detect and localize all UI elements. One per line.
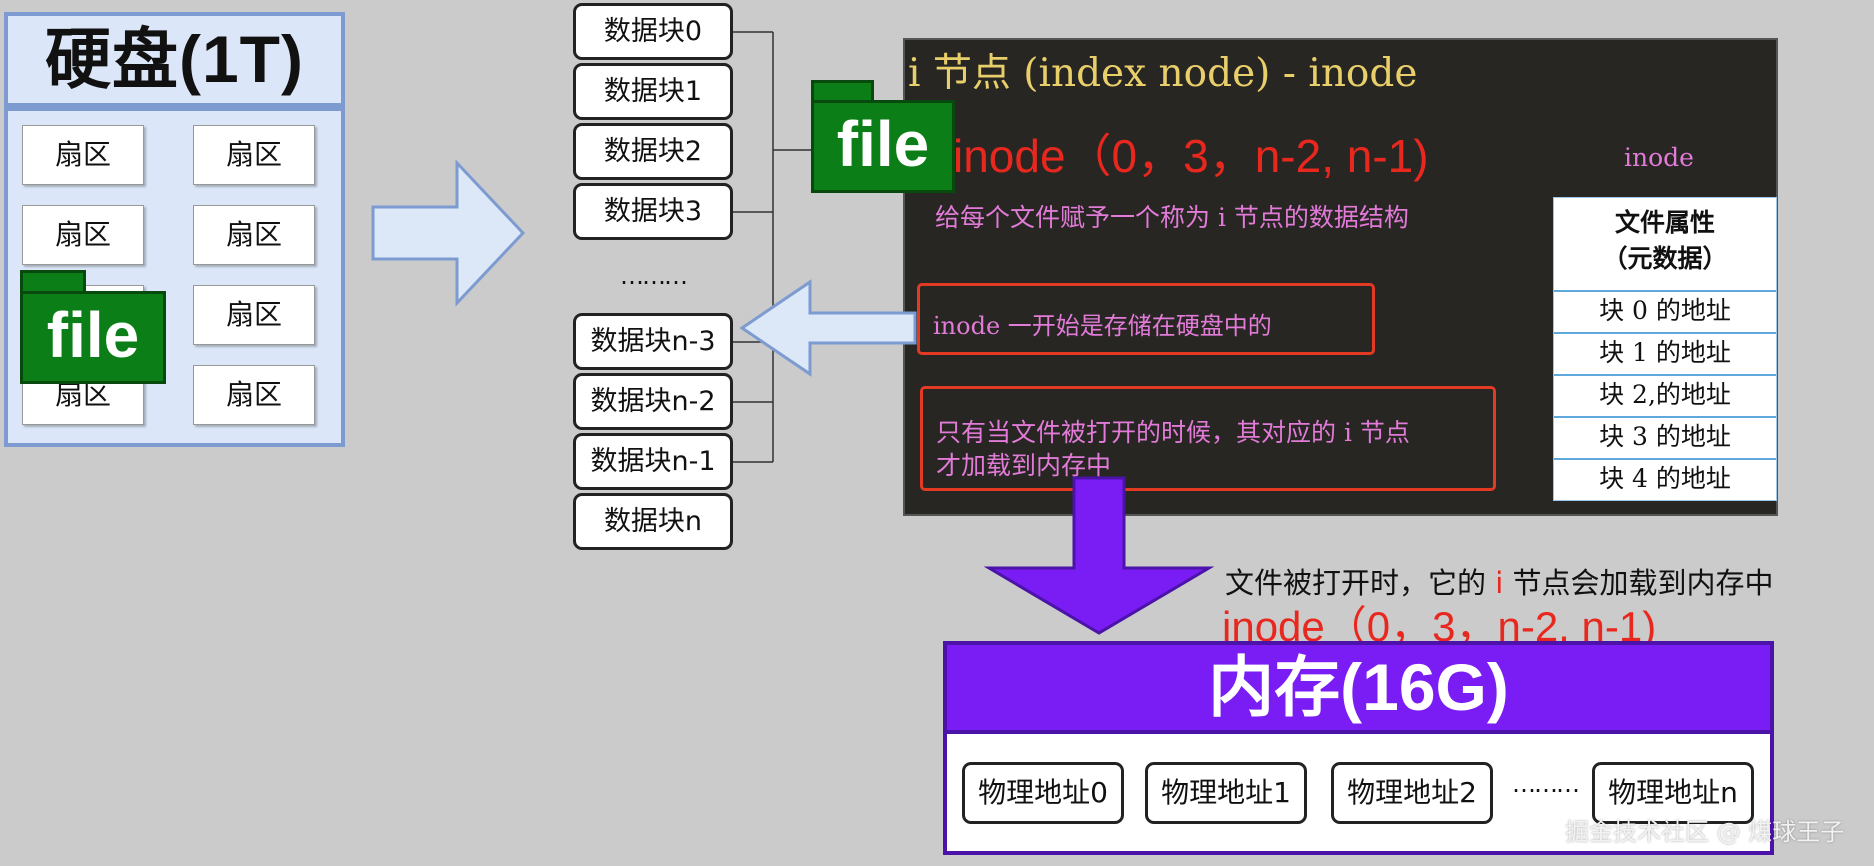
sector: 扇区 [193, 285, 315, 345]
file-label: file [811, 100, 955, 193]
sector: 扇区 [193, 205, 315, 265]
inode-side-label: inode [1624, 143, 1694, 172]
file-label: file [20, 291, 166, 384]
inode-note-memory-box [920, 386, 1496, 491]
data-block-ellipsis: ……… [620, 262, 688, 290]
inode-note-disk: inode 一开始是存储在硬盘中的 [933, 312, 1272, 340]
inode-panel-title: i 节点 (index node) - inode [908, 51, 1418, 96]
load-caption-after: 节点会加载到内存中 [1512, 566, 1774, 600]
data-block: 数据块n-1 [573, 433, 733, 490]
load-caption-before: 文件被打开时，它的 [1225, 566, 1487, 600]
load-caption-highlight: i [1495, 566, 1504, 600]
inode-description: 给每个文件赋予一个称为 i 节点的数据结构 [935, 203, 1409, 232]
inode-note-disk-box [917, 283, 1375, 355]
sector: 扇区 [193, 125, 315, 185]
physical-address-ellipsis: ……… [1512, 770, 1580, 798]
down-arrow-icon [984, 476, 1214, 635]
sector: 扇区 [22, 205, 144, 265]
folder-tab [811, 80, 874, 103]
metadata-row: 块 2,的地址 [1554, 376, 1776, 418]
metadata-row: 块 0 的地址 [1554, 292, 1776, 334]
physical-address: 物理地址0 [962, 762, 1124, 824]
watermark: 掘金技术社区 @ 煤球王子 [1565, 818, 1845, 846]
physical-address: 物理地址2 [1331, 762, 1493, 824]
file-folder-icon-inode: file [811, 80, 957, 195]
data-block: 数据块1 [573, 63, 733, 120]
data-block: 数据块3 [573, 183, 733, 240]
inode-tuple: inode（0，3，n-2, n-1) [953, 130, 1429, 182]
physical-address: 物理地址1 [1145, 762, 1307, 824]
metadata-row: 块 1 的地址 [1554, 334, 1776, 376]
inode-metadata-table: 文件属性 （元数据） 块 0 的地址 块 1 的地址 块 2,的地址 块 3 的… [1553, 197, 1777, 501]
folder-tab [20, 270, 86, 294]
inode-note-memory-line2: 才加载到内存中 [936, 451, 1112, 480]
inode-note-memory-line1: 只有当文件被打开的时候，其对应的 i 节点 [936, 418, 1410, 447]
physical-address: 物理地址n [1592, 762, 1754, 824]
file-folder-icon-disk: file [20, 270, 168, 386]
sector: 扇区 [22, 125, 144, 185]
block-connector-lines [733, 31, 831, 463]
metadata-header-line1: 文件属性 [1614, 208, 1715, 237]
memory-title: 内存(16G) [943, 641, 1774, 734]
sector: 扇区 [193, 365, 315, 425]
load-caption: 文件被打开时，它的 i 节点会加载到内存中 [1225, 560, 1774, 602]
disk-title: 硬盘(1T) [4, 12, 345, 107]
data-block: 数据块n-2 [573, 373, 733, 430]
metadata-table-header: 文件属性 （元数据） [1554, 198, 1776, 292]
metadata-row: 块 3 的地址 [1554, 418, 1776, 460]
left-arrow-icon [739, 279, 917, 377]
data-block: 数据块2 [573, 123, 733, 180]
data-block: 数据块n [573, 493, 733, 550]
metadata-row: 块 4 的地址 [1599, 464, 1731, 493]
data-block: 数据块n-3 [573, 313, 733, 370]
right-arrow-icon [371, 160, 526, 306]
data-block: 数据块0 [573, 3, 733, 60]
metadata-header-line2: （元数据） [1602, 244, 1728, 273]
